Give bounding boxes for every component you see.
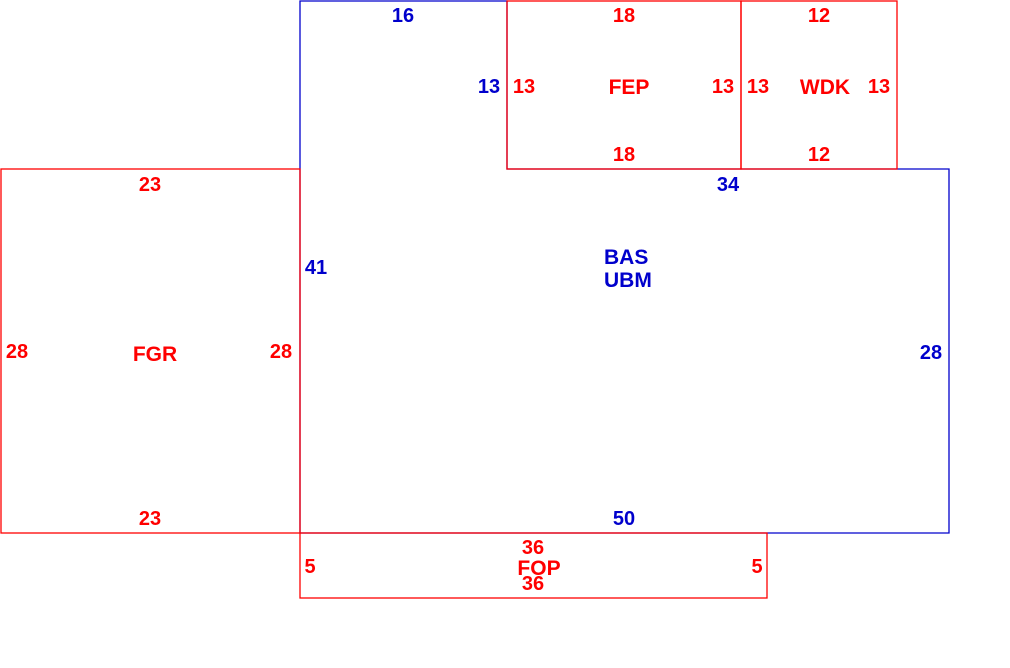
wdk-code-label: WDK [800, 76, 850, 99]
bas-top-left-dimension: 16 [392, 5, 414, 27]
fgr-left-dimension: 28 [6, 341, 28, 363]
fgr-outline [0, 168, 301, 534]
fgr-code-label: FGR [133, 343, 177, 366]
fgr-area: FGR 23 23 28 28 [0, 168, 301, 534]
bas-top-right-dimension: 34 [717, 174, 740, 196]
fep-left-dimension: 13 [513, 76, 535, 98]
fop-code-label: FOP [517, 557, 560, 580]
bas-left-dimension: 41 [305, 257, 327, 279]
fep-bottom-dimension: 18 [613, 144, 635, 166]
wdk-bottom-dimension: 12 [808, 144, 830, 166]
fgr-bottom-dimension: 23 [139, 508, 161, 530]
fep-right-dimension: 13 [712, 76, 734, 98]
wdk-area: WDK 12 12 13 13 [740, 0, 898, 170]
fop-left-dimension: 5 [304, 556, 315, 578]
ubm-code-label: UBM [604, 269, 652, 292]
fop-bottom-dimension: 36 [522, 573, 544, 595]
wdk-outline [740, 0, 898, 170]
fop-top-dimension: 36 [522, 537, 544, 559]
fep-top-dimension: 18 [613, 5, 635, 27]
bas-bottom-dimension: 50 [613, 508, 635, 530]
fep-area: FEP 18 18 13 13 [506, 0, 742, 170]
wdk-right-dimension: 13 [868, 76, 890, 98]
bas-code-label: BAS [604, 246, 648, 269]
fgr-right-dimension: 28 [270, 341, 292, 363]
wdk-top-dimension: 12 [808, 5, 830, 27]
fop-right-dimension: 5 [751, 556, 762, 578]
bas-inner-step-dimension: 13 [478, 76, 500, 98]
fgr-top-dimension: 23 [139, 174, 161, 196]
fop-area: FOP 36 36 5 5 [299, 532, 768, 599]
wdk-left-dimension: 13 [747, 76, 769, 98]
bas-right-dimension: 28 [920, 342, 942, 364]
fep-code-label: FEP [609, 76, 650, 99]
fop-outline [299, 532, 768, 599]
